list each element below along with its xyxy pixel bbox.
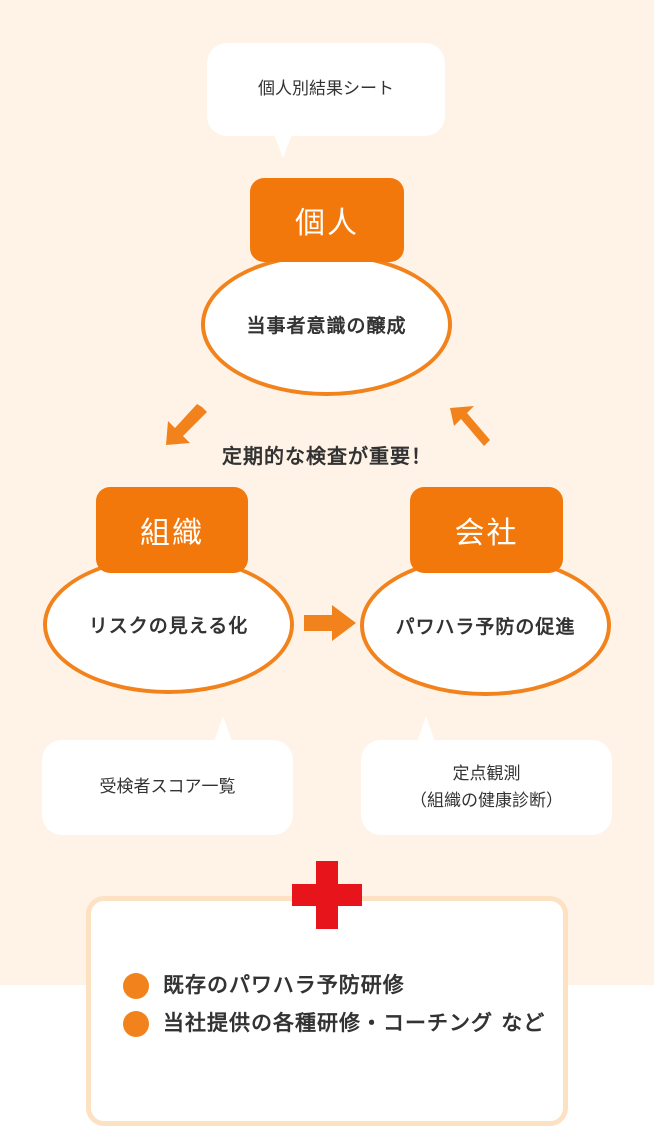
arrow-down-left-icon — [166, 404, 207, 445]
bullet-dot-icon — [123, 973, 149, 999]
individual-tag-label: 個人 — [295, 206, 359, 241]
additional-measures-box — [86, 896, 568, 1126]
measures-list: 既存のパワハラ予防研修 当社提供の各種研修・コーチング など — [121, 968, 561, 1044]
individual-ellipse: 当事者意識の醸成 — [201, 253, 452, 396]
list-item: 当社提供の各種研修・コーチング など — [121, 1006, 561, 1040]
plus-icon-bar — [292, 884, 362, 906]
list-item-text: 既存のパワハラ予防研修 — [163, 973, 405, 997]
bubble-individual-result-sheet: 個人別結果シート — [207, 43, 445, 136]
company-text: パワハラ予防の促進 — [395, 616, 576, 638]
company-tag-label: 会社 — [454, 516, 519, 551]
organization-tag-label: 組織 — [140, 516, 204, 551]
company-tag: 会社 — [410, 487, 563, 573]
bullet-dot-icon — [123, 1011, 149, 1037]
company-ellipse: パワハラ予防の促進 — [360, 555, 611, 696]
center-caption: 定期的な検査が重要！ — [222, 444, 432, 468]
arrow-right-icon — [304, 605, 356, 641]
bubble-examinee-score-list: 受検者スコア一覧 — [42, 740, 293, 835]
organization-ellipse: リスクの見える化 — [43, 555, 294, 694]
bubble-individual-result-sheet-text: 個人別結果シート — [258, 79, 394, 100]
arrow-up-left-icon — [450, 406, 490, 446]
organization-tag: 組織 — [96, 487, 248, 573]
bubble-tail — [417, 716, 435, 742]
list-item: 既存のパワハラ予防研修 — [121, 968, 561, 1002]
bubble-fixed-point-observation: 定点観測 （組織の健康診断） — [361, 740, 612, 835]
bubble-examinee-score-list-text: 受検者スコア一覧 — [99, 777, 236, 798]
bubble-fixed-point-line2: （組織の健康診断） — [410, 790, 563, 811]
individual-text: 当事者意識の醸成 — [246, 315, 407, 337]
list-item-text: 当社提供の各種研修・コーチング など — [163, 1011, 546, 1035]
organization-text: リスクの見える化 — [88, 615, 249, 637]
bubble-fixed-point-line1: 定点観測 — [452, 764, 521, 785]
bubble-tail — [214, 716, 232, 742]
bubble-tail — [274, 134, 292, 158]
individual-tag: 個人 — [250, 178, 404, 262]
